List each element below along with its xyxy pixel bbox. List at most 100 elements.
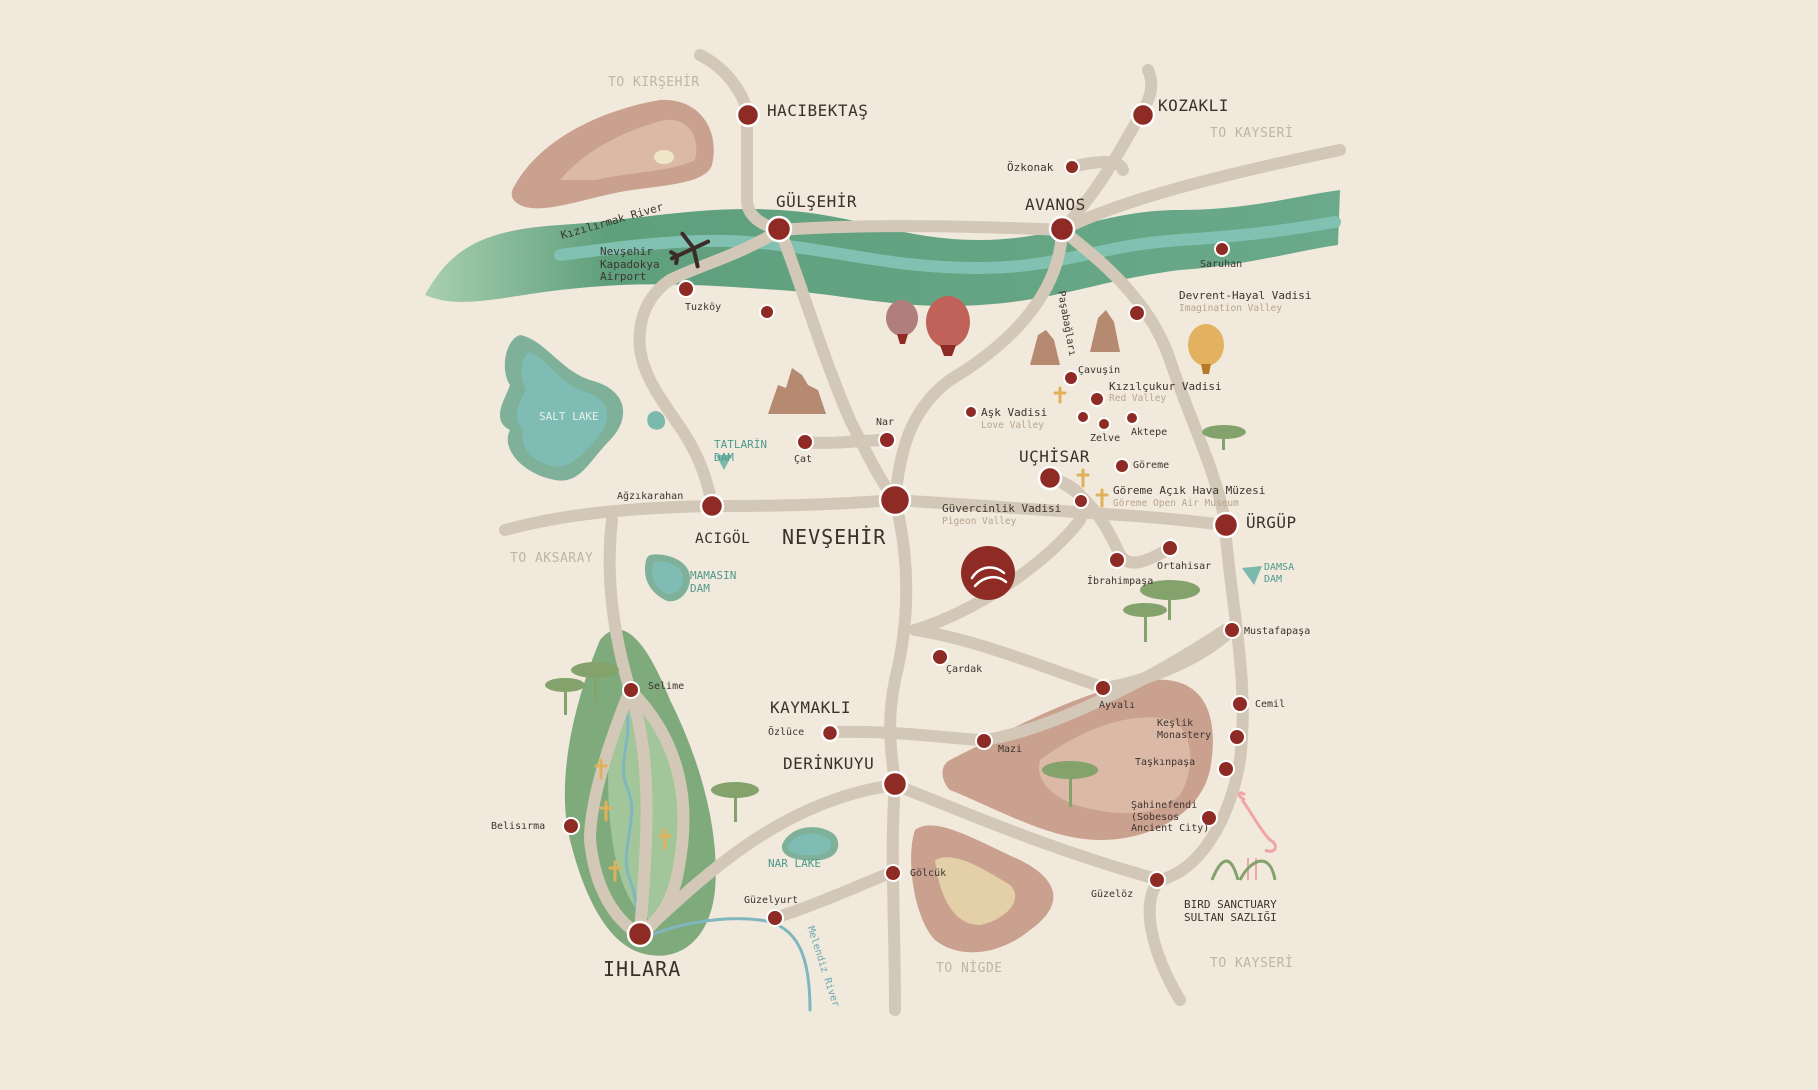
village-marker-guzeloz — [1148, 871, 1166, 889]
salt-lake-water — [516, 352, 608, 467]
label-to-kayseri-north: TO KAYSERİ — [1210, 126, 1294, 141]
road-gulsehir-avanos — [774, 220, 1068, 236]
label-taskinpasa: Taşkınpaşa — [1135, 757, 1196, 768]
label-ayvali: Ayvalı — [1099, 700, 1136, 711]
damsa-lake — [1242, 566, 1262, 585]
road-gulsehir-nevsehir — [774, 224, 901, 506]
nar-lake-water — [787, 833, 832, 856]
label-nar-lake: NAR LAKE — [768, 857, 821, 870]
village-marker-cavusin — [1063, 370, 1079, 386]
village-marker-ask-vadisi — [964, 405, 978, 419]
label-nevsehir: NEVŞEHİR — [782, 525, 887, 549]
label-sahinefendi: Şahinefendi (Sobesos Ancient City) — [1131, 800, 1210, 834]
label-mamasin-dam: MAMASIN DAM — [690, 569, 737, 595]
label-ibrahimpasa: İbrahimpaşa — [1087, 576, 1154, 587]
label-bird-sanctuary: BIRD SANCTUARY SULTAN SAZLIĞI — [1184, 898, 1277, 924]
label-guzeloz: Güzelöz — [1091, 889, 1134, 900]
label-ozkonak: Özkonak — [1007, 161, 1054, 174]
village-marker-goreme-museum — [1073, 493, 1089, 509]
label-guvercinlik: Güvercinlik Vadisi — [942, 502, 1062, 515]
town-marker-kozakli — [1130, 102, 1156, 128]
terrain-south-inner — [935, 857, 1016, 925]
label-kizilcukur-sub: Red Valley — [1109, 393, 1167, 404]
label-acigol: ACIGÖL — [695, 531, 751, 547]
label-cavusin: Çavuşin — [1078, 365, 1121, 376]
label-mustafapasa: Mustafapaşa — [1244, 626, 1311, 637]
label-ortahisar: Ortahisar — [1157, 561, 1212, 572]
village-marker-tuzkoy — [677, 280, 695, 298]
terrain-southeast-inner — [1039, 717, 1191, 814]
road-nar — [799, 434, 893, 449]
label-ozluce: Özlüce — [768, 727, 805, 738]
small-lake — [647, 411, 666, 430]
label-ihlara: IHLARA — [603, 957, 682, 981]
lakes-layer — [499, 335, 1262, 861]
village-marker-cat — [796, 433, 814, 451]
label-keslik: Keşlik Monastery — [1157, 718, 1212, 741]
road-avanos-nevsehir — [889, 224, 1068, 506]
village-marker-ozkonak — [1064, 159, 1080, 175]
label-cemil: Cemil — [1255, 699, 1286, 710]
label-guzelyurt: Güzelyurt — [744, 895, 799, 906]
road-derinkuyu-nigde — [886, 779, 901, 1016]
village-marker-cemil — [1231, 695, 1249, 713]
label-golcuk: Gölcük — [910, 868, 947, 879]
tree-icon — [545, 425, 1246, 822]
road-avanos-kozakli — [1056, 64, 1158, 236]
village-marker-ibrahimpasa — [1108, 551, 1126, 569]
label-tatlarin-dam: TATLARİN DAM — [714, 438, 767, 464]
village-marker-aktepe — [1125, 411, 1139, 425]
village-marker-keslik — [1228, 728, 1246, 746]
label-tuzkoy: Tuzköy — [685, 302, 722, 313]
town-markers — [626, 102, 1240, 948]
label-devrent: Devrent-Hayal Vadisi — [1179, 289, 1312, 302]
village-marker-golcuk — [884, 864, 902, 882]
label-kaymakli: KAYMAKLI — [770, 698, 852, 717]
label-kizilcukur: Kızılçukur Vadisi — [1109, 380, 1222, 393]
label-selime: Selime — [648, 681, 685, 692]
tatlarin-lake — [716, 455, 732, 470]
town-marker-derinkuyu — [881, 770, 909, 798]
town-marker-kaymakli — [820, 723, 840, 743]
label-to-nigde: TO NİGDE — [936, 961, 1003, 976]
label-to-aksaray: TO AKSARAY — [510, 551, 594, 566]
village-marker-saruhan — [1214, 241, 1230, 257]
village-marker-goreme — [1114, 458, 1130, 474]
label-avanos: AVANOS — [1025, 195, 1086, 214]
road-nevsehir-cardak — [909, 472, 1090, 636]
road-ihlara-west — [584, 684, 646, 941]
label-kozakli: KOZAKLI — [1158, 96, 1229, 115]
label-guvercinlik-sub: Pigeon Valley — [942, 516, 1017, 527]
town-marker-uchisar — [1037, 465, 1063, 491]
church-cross-icon — [594, 386, 1109, 882]
terrain-north-inner — [560, 119, 697, 180]
village-marker-unnamed — [759, 304, 775, 320]
label-salt-lake: SALT LAKE — [539, 410, 599, 423]
label-derinkuyu: DERİNKUYU — [783, 754, 875, 773]
flamingo-icon — [1210, 791, 1277, 881]
village-marker-nar — [878, 431, 896, 449]
road-avanos-kayseri — [1056, 144, 1346, 236]
label-agzikarahan: Ağzıkarahan — [617, 491, 684, 502]
village-marker-sahinefendi — [1200, 809, 1218, 827]
label-airport: Nevşehir Kapadokya Airport — [600, 245, 660, 284]
village-marker-ayvali — [1094, 679, 1112, 697]
road-gulsehir-acigol — [633, 224, 786, 511]
village-marker-mazi — [975, 732, 993, 750]
airplane-icon — [669, 231, 711, 269]
melendiz-river-line — [638, 917, 812, 1012]
label-urgup: ÜRGÜP — [1246, 513, 1297, 532]
town-marker-urgup — [1212, 511, 1240, 539]
village-marker-ortahisar — [1161, 539, 1179, 557]
label-goreme-museum: Göreme Açık Hava Müzesi — [1113, 484, 1266, 497]
brand-logo-icon — [961, 546, 1015, 600]
terrain-north-core — [654, 150, 674, 164]
label-saruhan: Saruhan — [1200, 259, 1243, 270]
label-goreme: Göreme — [1133, 460, 1170, 471]
fairy-chimney-icon — [768, 310, 1120, 414]
road-cardak — [909, 624, 1238, 694]
mamasin-lake-water — [652, 561, 683, 595]
village-marker-belisirma — [562, 817, 580, 835]
